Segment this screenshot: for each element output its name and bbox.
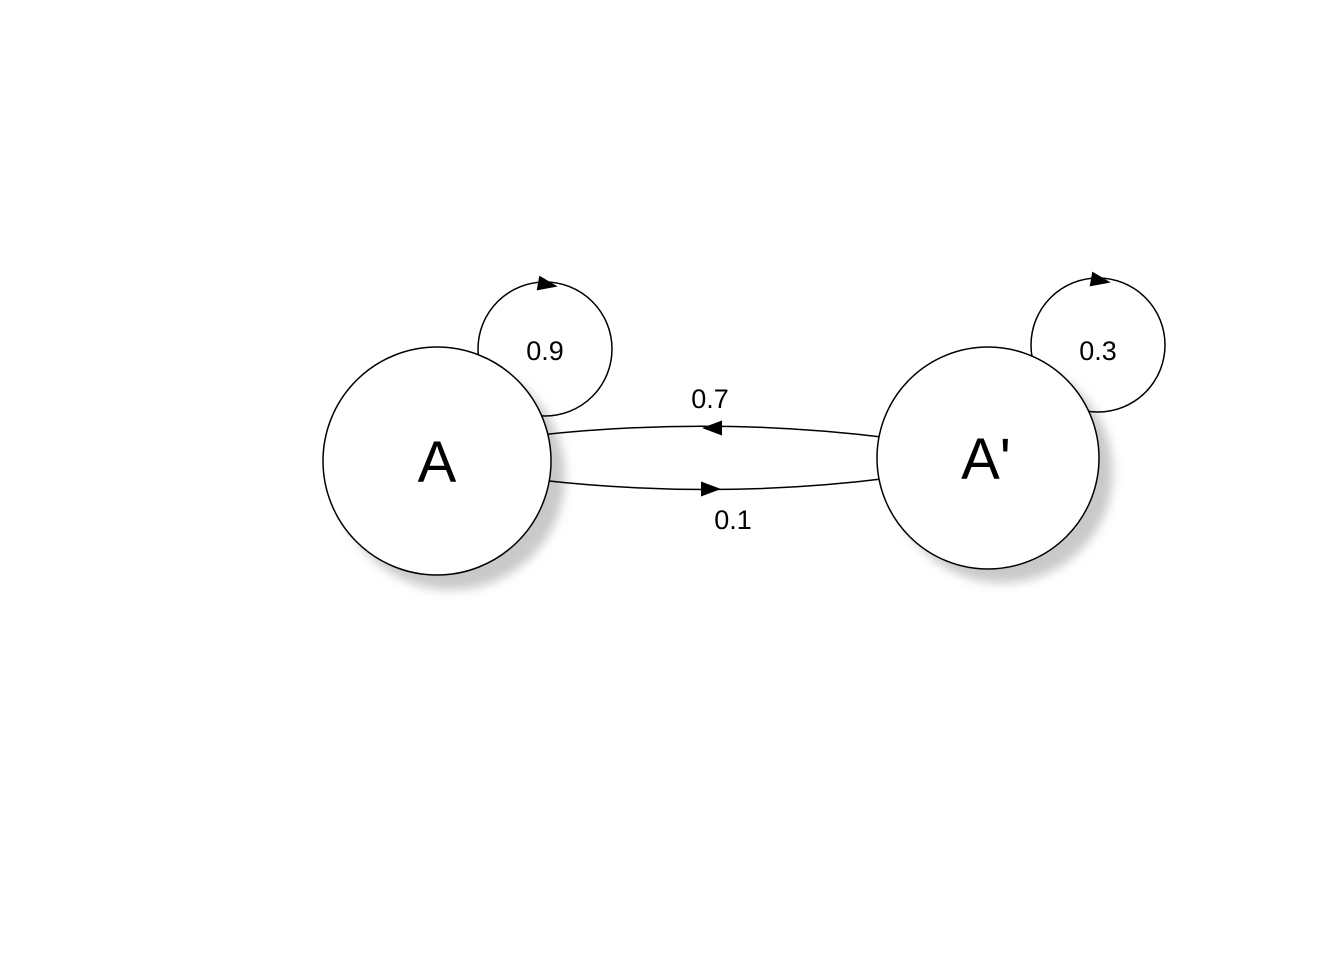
self-loop-a-arrowhead-icon (536, 275, 558, 291)
state-a-prime-node (876, 346, 1100, 570)
state-a-prime-label: A' (961, 427, 1011, 492)
edge-a-to-a-prime-arrowhead-icon (701, 481, 721, 497)
edge-a-prime-to-a-arrowhead-icon (702, 420, 722, 436)
edge-a-prime-to-a-label: 0.7 (691, 384, 729, 414)
state-a-node (322, 346, 552, 576)
self-loop-a-prime-label: 0.3 (1079, 336, 1117, 366)
edge-a-to-a-prime-label: 0.1 (714, 505, 752, 535)
self-loop-a-label: 0.9 (526, 336, 564, 366)
self-loop-a-prime-arrowhead-icon (1089, 271, 1111, 287)
state-a-label: A (418, 430, 457, 495)
